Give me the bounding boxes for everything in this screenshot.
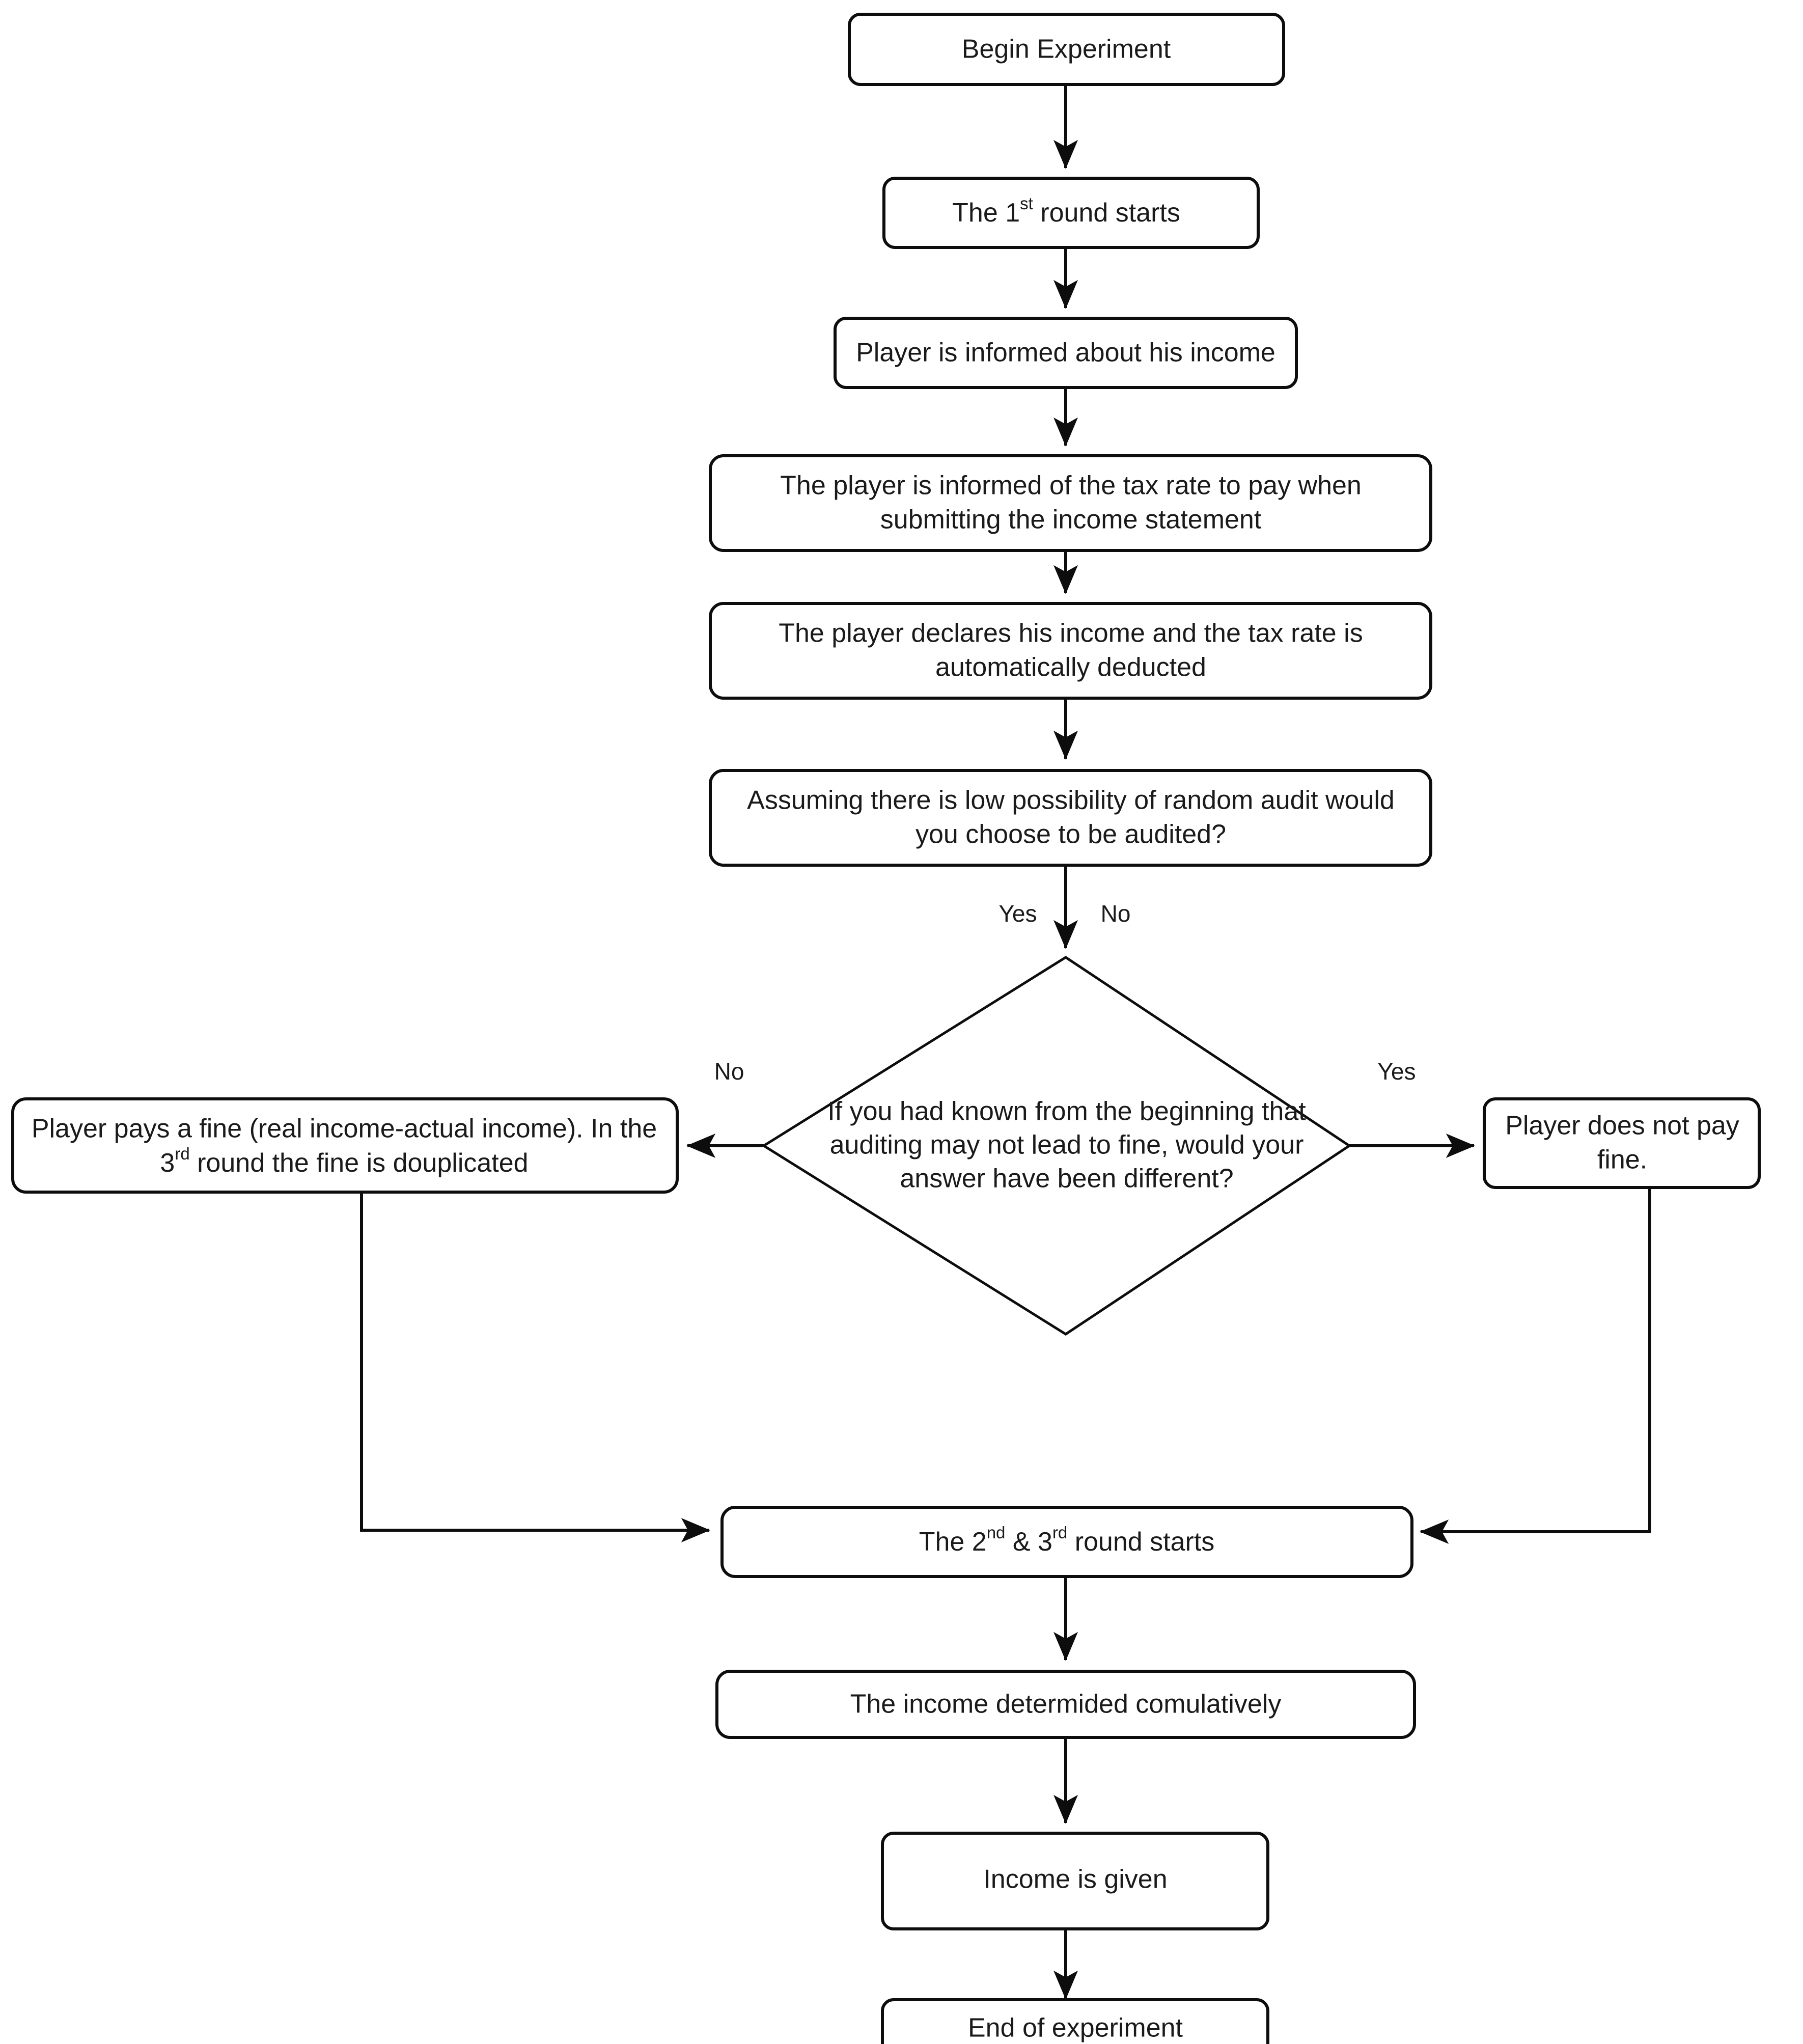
rounds23-suffix: round starts (1067, 1527, 1214, 1557)
edge-label-audit-no: No (1101, 900, 1131, 927)
node-rounds-2-3-start[interactable]: The 2nd & 3rd round starts (720, 1506, 1413, 1578)
rounds23-prefix: The 2 (919, 1527, 987, 1557)
node-declare-income-shape (709, 602, 1432, 700)
node-decision-line-2: auditing may not lead to fine, would you… (830, 1130, 1304, 1160)
round1-superscript: st (1020, 194, 1033, 213)
node-income-given-label: Income is given (983, 1865, 1167, 1894)
node-begin-experiment-shape (848, 13, 1285, 86)
node-declare-income-line-2: automatically deducted (935, 653, 1206, 682)
pays-fine-line2-prefix: 3 (160, 1148, 175, 1178)
node-end-of-experiment-shape (881, 1998, 1269, 2044)
rounds23-superscript-1: nd (987, 1523, 1006, 1542)
edge-label-decision-no: No (714, 1058, 744, 1085)
round1-suffix: round starts (1033, 198, 1180, 228)
node-informed-tax-rate[interactable]: The player is informed of the tax rate t… (709, 454, 1432, 552)
rounds23-superscript-2: rd (1052, 1523, 1067, 1542)
edge-label-audit-yes: Yes (998, 900, 1037, 927)
node-player-pays-fine[interactable]: Player pays a fine (real income-actual i… (11, 1097, 679, 1194)
node-player-informed-income-shape (834, 317, 1298, 389)
node-audit-question[interactable]: Assuming there is low possibility of ran… (709, 769, 1432, 867)
node-declare-income[interactable]: The player declares his income and the t… (709, 602, 1432, 700)
node-decision-line-1: If you had known from the beginning that (827, 1097, 1306, 1126)
node-player-no-fine[interactable]: Player does not pay fine. (1483, 1097, 1761, 1189)
edge-no-fine-to-rounds23 (1420, 1186, 1651, 1544)
node-informed-tax-rate-line-1: The player is informed of the tax rate t… (780, 471, 1362, 501)
node-player-informed-income-label: Player is informed about his income (856, 338, 1275, 368)
edge-label-decision-yes: Yes (1377, 1058, 1416, 1085)
node-audit-question-shape (709, 769, 1432, 867)
rounds23-mid: & 3 (1005, 1527, 1052, 1557)
edges-layer (360, 84, 1651, 2000)
node-audit-question-line-1: Assuming there is low possibility of ran… (747, 786, 1395, 815)
node-end-of-experiment-label: End of experiment (968, 2013, 1183, 2043)
node-player-no-fine-shape (1483, 1097, 1761, 1189)
round1-prefix: The 1 (952, 198, 1020, 228)
node-decision-known-from-beginning-shape (761, 956, 1352, 1336)
edge-labels-layer: Yes No No Yes (714, 900, 1416, 1085)
pays-fine-line2-suffix: round the fine is douplicated (190, 1148, 529, 1178)
node-rounds-2-3-start-label: The 2nd & 3rd round starts (919, 1523, 1215, 1557)
node-income-cumulative[interactable]: The income determided comulatively (715, 1670, 1416, 1739)
node-begin-experiment[interactable]: Begin Experiment (848, 13, 1285, 86)
node-end-of-experiment[interactable]: End of experiment (881, 1998, 1269, 2044)
edge-pays-fine-to-rounds23 (360, 1192, 710, 1542)
node-player-pays-fine-shape (11, 1097, 679, 1194)
node-begin-experiment-label: Begin Experiment (962, 35, 1171, 64)
node-round-1-starts[interactable]: The 1st round starts (882, 177, 1260, 249)
node-audit-question-line-2: you choose to be audited? (916, 820, 1226, 849)
node-player-no-fine-line-2: fine. (1597, 1145, 1647, 1175)
node-round-1-starts-shape (882, 177, 1260, 249)
node-income-given-shape (881, 1832, 1269, 1930)
node-decision-line-3: answer have been different? (900, 1164, 1233, 1194)
node-player-pays-fine-line-1: Player pays a fine (real income-actual i… (32, 1114, 657, 1144)
node-declare-income-line-1: The player declares his income and the t… (779, 619, 1363, 648)
pays-fine-line2-superscript: rd (175, 1144, 189, 1163)
node-informed-tax-rate-line-2: submitting the income statement (880, 505, 1262, 535)
node-income-cumulative-label: The income determided comulatively (850, 1690, 1282, 1719)
node-rounds-2-3-start-shape (720, 1506, 1413, 1578)
node-player-informed-income[interactable]: Player is informed about his income (834, 317, 1298, 389)
node-informed-tax-rate-shape (709, 454, 1432, 552)
node-income-cumulative-shape (715, 1670, 1416, 1739)
node-round-1-starts-label: The 1st round starts (952, 194, 1180, 228)
node-player-pays-fine-line-2: 3rd round the fine is douplicated (160, 1144, 528, 1178)
node-income-given[interactable]: Income is given (881, 1832, 1269, 1930)
node-player-no-fine-line-1: Player does not pay (1505, 1111, 1739, 1141)
node-decision-known-from-beginning[interactable]: If you had known from the beginning that… (761, 956, 1352, 1336)
